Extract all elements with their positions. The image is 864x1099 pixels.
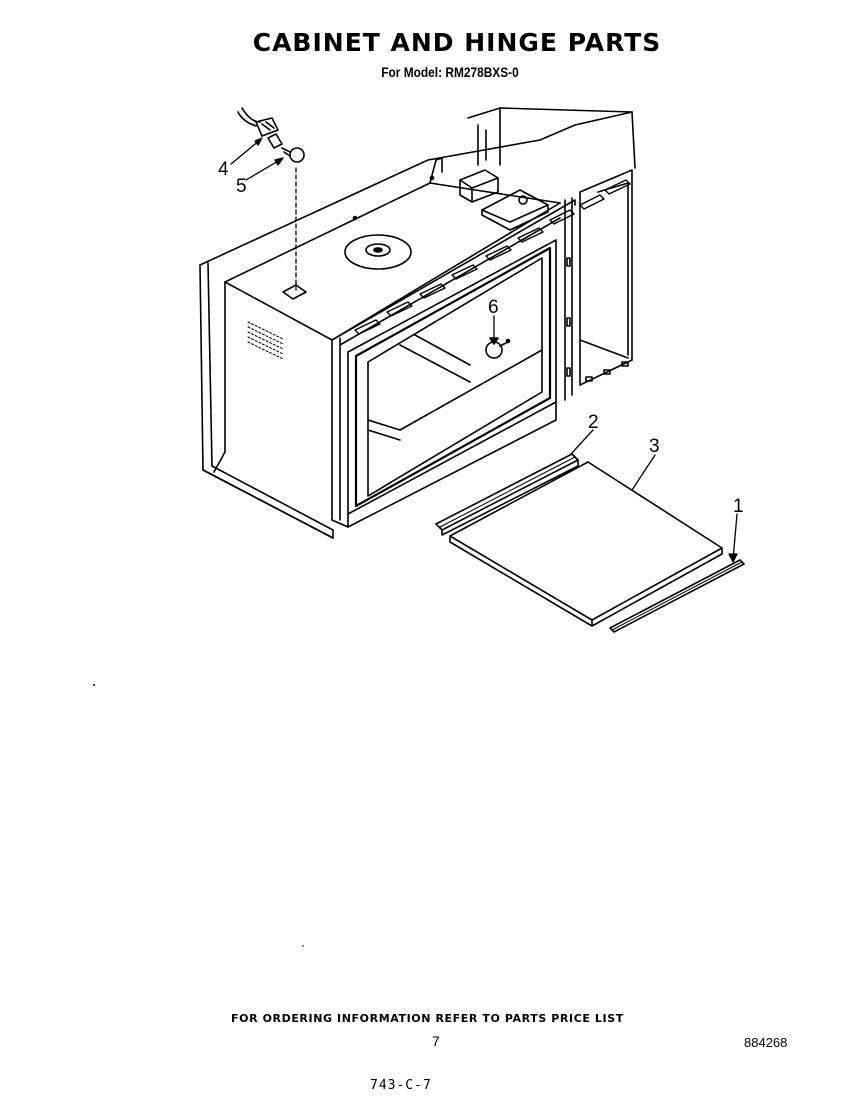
scan-speck [302,945,304,947]
page-number: 7 [432,1033,440,1049]
side-vents [247,321,284,360]
handwritten-code: 743-C-7 [370,1078,432,1093]
front-frame [331,179,631,528]
top-bracket [459,169,549,231]
callout-2: 2 [588,412,599,433]
part-5-lamp-bulb [281,147,305,291]
part-1-strip [609,559,745,633]
part-2-strip [435,453,579,536]
callout-1: 1 [733,496,744,517]
part-3-panel [449,461,723,627]
rear-frame [467,107,633,401]
page-title: CABINET AND HINGE PARTS [252,28,662,57]
leader-lines [230,137,738,563]
cabinet-base [202,465,334,539]
cabinet-outer-shell [199,111,636,539]
document-number: 884268 [744,1035,788,1050]
part-4-lamp-socket [237,107,283,149]
ordering-note: FOR ORDERING INFORMATION REFER TO PARTS … [231,1012,624,1025]
callout-6: 6 [488,297,499,318]
callout-3: 3 [649,436,660,457]
callout-4: 4 [218,159,229,180]
scan-speck [93,684,95,686]
part-6-latch [485,315,511,359]
callout-5: 5 [236,176,247,197]
model-subtitle: For Model: RM278BXS-0 [381,64,519,80]
motor-mount [282,175,435,300]
